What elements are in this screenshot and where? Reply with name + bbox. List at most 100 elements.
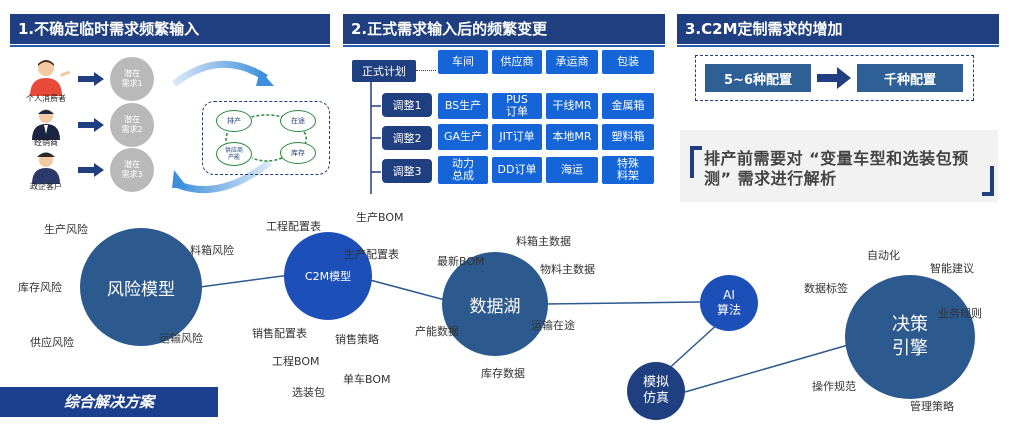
- row-label: 调整1: [392, 99, 422, 112]
- cell-text: 动力 总成: [452, 157, 474, 182]
- cell: JIT订单: [492, 124, 542, 150]
- quote-bracket-left: [690, 146, 702, 178]
- c2m-label: 销售策略: [335, 333, 379, 346]
- decision-engine-label: 决策 引擎: [892, 314, 928, 359]
- cell: GA生产: [438, 124, 488, 150]
- data-lake-node: 数据湖: [442, 252, 548, 356]
- cell: DD订单: [492, 157, 542, 183]
- demand-circle-1: 潜在 需求1: [110, 57, 154, 101]
- column-header-label: 车间: [452, 55, 474, 68]
- formal-plan-box: 正式计划: [352, 60, 416, 82]
- cell-text: JIT订单: [499, 130, 535, 143]
- risk-model-node: 风险模型: [80, 228, 202, 346]
- demand-label-1: 潜在 需求1: [121, 69, 143, 88]
- person-label-government: 政企客户: [30, 182, 62, 191]
- curved-arrow-top-icon: [171, 60, 274, 87]
- row-label-adjust1: 调整1: [382, 93, 432, 117]
- section2-title: 2.正式需求输入后的频繁变更: [351, 20, 548, 38]
- cycle-node-supplier-capacity: 供应商 产能: [216, 142, 252, 166]
- cycle-label-scheduling: 排产: [227, 117, 241, 125]
- c2m-label: 工程配置表: [266, 220, 321, 233]
- c2m-label: 销售配置表: [252, 327, 307, 340]
- cell-text: 本地MR: [552, 130, 592, 143]
- lake-label: 最新BOM: [437, 255, 485, 268]
- demand-label-3: 潜在 需求3: [121, 160, 143, 179]
- cell-text: DD订单: [497, 163, 537, 176]
- column-header-supplier: 供应商: [492, 50, 542, 74]
- simulation-node: 模拟 仿真: [627, 362, 685, 420]
- cell-text: 特殊 料架: [617, 157, 639, 182]
- cell-text: 干线MR: [552, 99, 592, 112]
- cell-text: BS生产: [444, 99, 482, 112]
- government-person-icon: [32, 152, 60, 184]
- row-label: 调整2: [392, 132, 422, 145]
- cell: 塑料箱: [602, 124, 654, 150]
- cell: 金属箱: [602, 93, 654, 119]
- dealer-person-icon: [32, 109, 60, 140]
- section2-underline: [343, 45, 665, 47]
- arrow-icon: [78, 163, 104, 177]
- cell-text: 海运: [561, 163, 583, 176]
- engine-label: 数据标签: [804, 282, 848, 295]
- column-header-label: 包装: [617, 55, 639, 68]
- config-to-label: 千种配置: [883, 72, 936, 88]
- cell-text: 金属箱: [611, 99, 645, 112]
- row-label-adjust2: 调整2: [382, 126, 432, 150]
- lake-label: 料箱主数据: [516, 235, 571, 248]
- risk-label: 料箱风险: [190, 244, 234, 257]
- cell: 干线MR: [546, 93, 598, 119]
- section3-underline: [677, 45, 999, 47]
- column-header-carrier: 承运商: [546, 50, 598, 74]
- lake-label: 产能数据: [415, 325, 459, 338]
- arrow-icon: [78, 72, 104, 86]
- demand-circle-2: 潜在 需求2: [110, 103, 154, 147]
- config-from-label: 5~6种配置: [724, 72, 792, 88]
- config-from-box: 5~6种配置: [705, 64, 811, 92]
- cycle-box: [202, 101, 330, 175]
- cycle-label-inventory: 库存: [291, 149, 305, 157]
- engine-label: 操作规范: [812, 380, 856, 393]
- data-lake-label: 数据湖: [469, 296, 521, 317]
- c2m-label: 生产配置表: [344, 248, 399, 261]
- cycle-node-in-transit: 在途: [280, 110, 316, 132]
- lake-label: 库存数据: [481, 367, 525, 380]
- ai-algorithm-node: AI 算法: [700, 275, 758, 331]
- tree-connectors: [370, 82, 381, 194]
- curved-arrow-bottom-icon: [172, 159, 273, 194]
- section2-header: 2.正式需求输入后的频繁变更: [343, 14, 665, 44]
- row-label: 调整3: [392, 165, 422, 178]
- cycle-node-scheduling: 排产: [216, 110, 252, 132]
- quote-bracket-right: [982, 166, 994, 196]
- cell: 海运: [546, 157, 598, 183]
- c2m-label: 选装包: [292, 386, 325, 399]
- person-label-consumer: 个人消费者: [26, 94, 66, 103]
- cycle-node-inventory: 库存: [280, 142, 316, 164]
- c2m-model-label: C2M模型: [304, 270, 352, 283]
- ai-algorithm-label: AI 算法: [716, 288, 741, 317]
- section1-title: 1.不确定临时需求频繁输入: [18, 20, 200, 38]
- consumer-person-icon: [30, 60, 71, 96]
- column-header-workshop: 车间: [438, 50, 488, 74]
- cell-text: GA生产: [443, 130, 483, 143]
- solution-banner: 综合解决方案: [0, 387, 218, 417]
- row-label-adjust3: 调整3: [382, 159, 432, 183]
- simulation-label: 模拟 仿真: [642, 375, 669, 406]
- engine-label: 业务规则: [938, 307, 982, 320]
- column-header-packaging: 包装: [602, 50, 654, 74]
- column-header-label: 承运商: [555, 55, 589, 68]
- engine-label: 管理策略: [910, 400, 954, 413]
- config-growth-panel: [695, 55, 974, 101]
- cell: 本地MR: [546, 124, 598, 150]
- risk-model-label: 风险模型: [107, 279, 175, 300]
- demand-circle-3: 潜在 需求3: [110, 148, 154, 192]
- risk-label: 库存风险: [18, 281, 62, 294]
- c2m-label: 生产BOM: [356, 211, 404, 224]
- solution-banner-label: 综合解决方案: [63, 393, 154, 411]
- demand-label-2: 潜在 需求2: [121, 115, 143, 134]
- section1-underline: [10, 45, 330, 47]
- right-arrow-icon: [817, 67, 851, 89]
- c2m-model-node: C2M模型: [284, 232, 372, 320]
- risk-label: 供应风险: [30, 336, 74, 349]
- cell: 动力 总成: [438, 156, 488, 184]
